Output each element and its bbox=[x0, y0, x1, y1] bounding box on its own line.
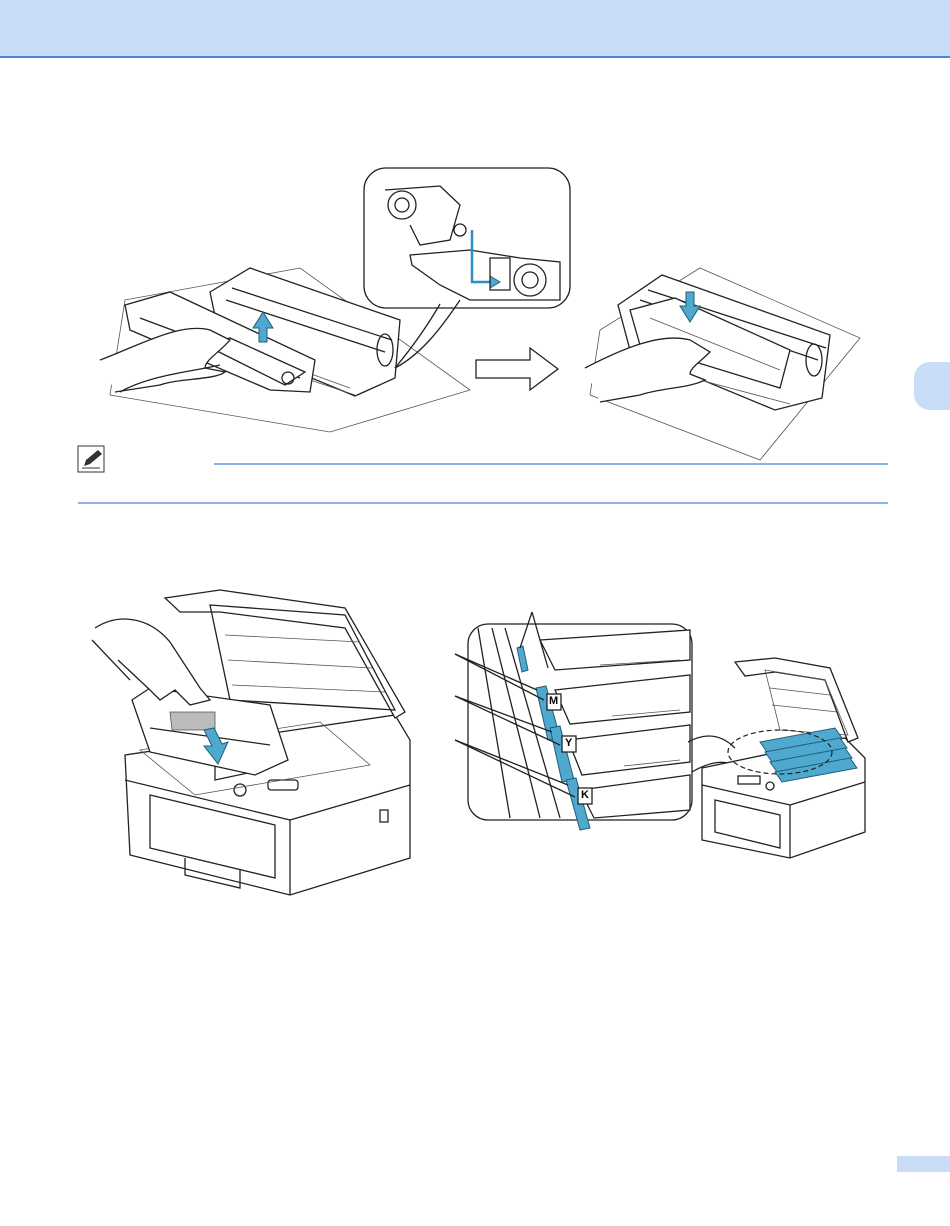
toner-slots-detail bbox=[455, 612, 740, 830]
printer-install-illustration bbox=[92, 590, 410, 895]
toner-letter-y: Y bbox=[565, 737, 572, 749]
note-rule-top bbox=[214, 463, 888, 465]
toner-insert-illustration bbox=[100, 168, 860, 460]
toner-letter-m: M bbox=[549, 695, 558, 707]
toner-letter-k: K bbox=[581, 789, 589, 801]
right-arrow-icon bbox=[476, 348, 558, 390]
note-rule-bottom bbox=[78, 502, 888, 504]
small-printer-illustration bbox=[702, 658, 865, 858]
page-number-box bbox=[897, 1156, 950, 1172]
note-pencil-icon bbox=[78, 446, 104, 472]
